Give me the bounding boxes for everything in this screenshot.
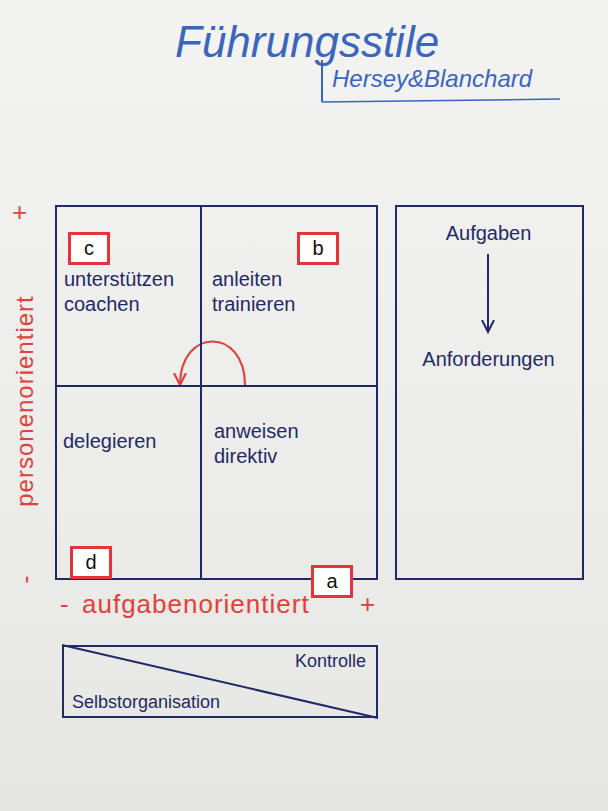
quadrant-cell: anweisen direktiv [200, 385, 378, 580]
quadrant-cell: anleiten trainieren [200, 205, 378, 387]
diagonal-divider [62, 645, 378, 718]
callout-letter: d [70, 546, 112, 579]
axis-sign: + [12, 196, 28, 229]
axis-sign: - [10, 569, 40, 589]
axis-label: aufgabenorientiert [82, 588, 310, 621]
node-text: delegieren [63, 429, 197, 454]
axis-label: personenorientiert [10, 291, 40, 511]
node-text: anleiten trainieren [212, 267, 342, 317]
side-panel: AufgabenAnforderungen [395, 205, 584, 580]
cycle-arrow [180, 342, 245, 386]
split-box: KontrolleSelbstorganisation [62, 645, 378, 718]
node-text: Anforderungen [397, 347, 580, 372]
node-text: Aufgaben [397, 221, 580, 246]
subtitle-underline [322, 99, 560, 102]
axis-sign: - [60, 588, 70, 621]
node-text: unterstützen coachen [64, 267, 198, 317]
node-text: anweisen direktiv [214, 419, 329, 469]
axis-sign: + [360, 588, 376, 621]
node-text: Selbstorganisation [72, 691, 220, 714]
callout-letter: c [68, 232, 110, 265]
subtitle-bracket [321, 60, 323, 102]
down-arrow [487, 254, 489, 332]
node-text: Kontrolle [295, 650, 366, 673]
callout-letter: a [311, 565, 353, 598]
callout-letter: b [297, 232, 339, 265]
subtitle: Hersey&Blanchard [332, 64, 532, 94]
diagram-title: Führungsstile [175, 14, 439, 69]
